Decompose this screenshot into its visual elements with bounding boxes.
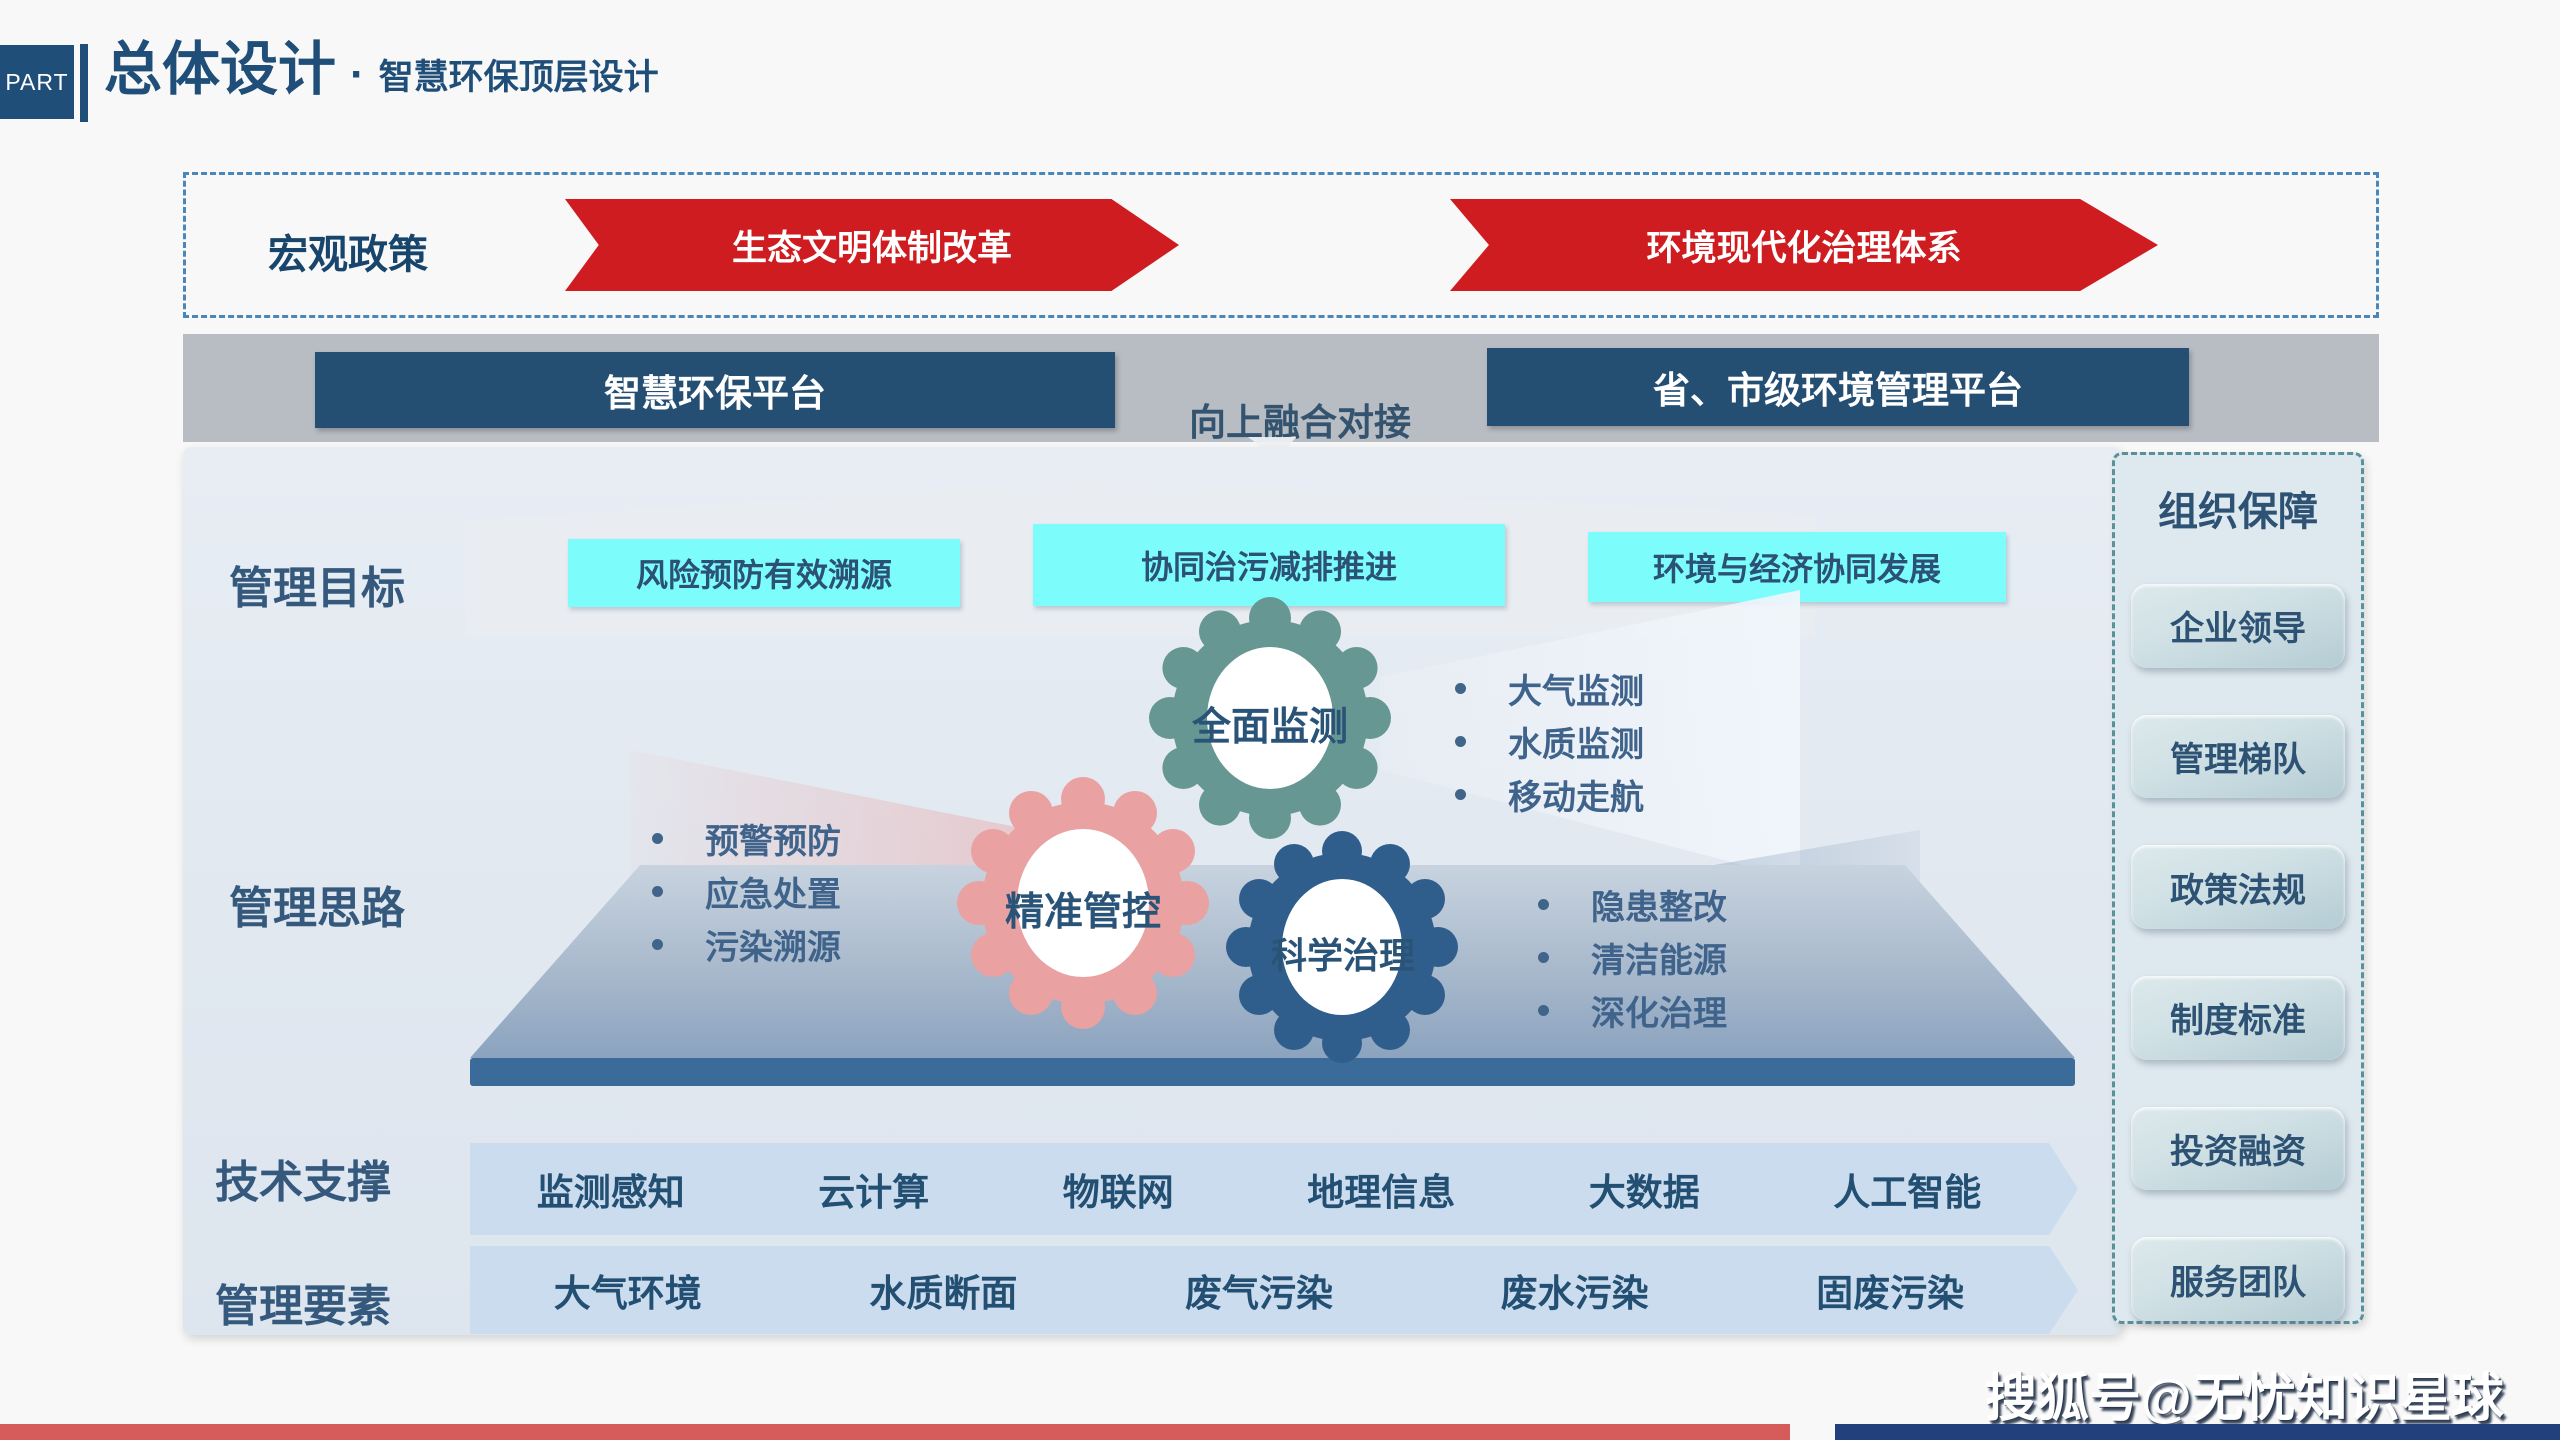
element-item: 废水污染	[1500, 1273, 1649, 1314]
gear-control-icon	[957, 777, 1209, 1029]
footer-bar-navy	[1835, 1424, 2560, 1440]
org-panel-title: 组织保障	[2158, 490, 2318, 534]
org-item-management-team: 管理梯队	[2131, 714, 2345, 799]
goal-box-risk-label: 风险预防有效溯源	[635, 557, 892, 593]
policy-arrow-governance: 环境现代化治理体系	[1450, 199, 2158, 291]
elements-band: 大气环境 水质断面 废气污染 废水污染 固废污染	[470, 1246, 2078, 1334]
org-item-standards: 制度标准	[2131, 976, 2345, 1060]
list-item: 清洁能源	[1538, 931, 1727, 984]
org-item-policy: 政策法规	[2131, 845, 2345, 930]
tech-item: 物联网	[1062, 1172, 1174, 1213]
list-item: 污染溯源	[652, 918, 841, 971]
header-title-row: 总体设计 · 智慧环保顶层设计	[104, 22, 659, 106]
element-item: 废气污染	[1184, 1273, 1333, 1314]
goal-box-pollution-label: 协同治污减排推进	[1140, 549, 1397, 585]
policy-label: 宏观政策	[268, 233, 428, 277]
list-item: 隐患整改	[1538, 878, 1727, 931]
page-title: 总体设计	[104, 37, 337, 102]
list-item-label: 预警预防	[705, 823, 841, 861]
goal-box-economy-label: 环境与经济协同发展	[1652, 551, 1941, 587]
bullet-dot-icon	[1455, 683, 1466, 694]
bullet-dot-icon	[652, 939, 663, 950]
footer-bar-red	[0, 1424, 1790, 1440]
part-badge: PART	[0, 45, 74, 119]
policy-arrow-reform-label: 生态文明体制改革	[731, 228, 1012, 268]
list-item: 深化治理	[1538, 984, 1727, 1037]
tech-item: 云计算	[818, 1172, 930, 1213]
tech-item: 地理信息	[1307, 1172, 1456, 1213]
tech-band: 监测感知 云计算 物联网 地理信息 大数据 人工智能	[470, 1143, 2078, 1235]
smart-platform-label: 智慧环保平台	[604, 373, 826, 414]
tech-item: 人工智能	[1833, 1172, 1982, 1213]
list-item-label: 污染溯源	[705, 929, 841, 967]
policy-arrow-governance-label: 环境现代化治理体系	[1646, 228, 1962, 268]
gear-control-label: 精准管控	[1004, 891, 1161, 934]
title-accent-bar	[80, 44, 88, 122]
list-item: 预警预防	[652, 812, 841, 865]
goal-box-economy: 环境与经济协同发展	[1588, 532, 2006, 602]
element-item: 固废污染	[1816, 1273, 1965, 1314]
element-item: 水质断面	[869, 1273, 1018, 1314]
list-item-label: 大气监测	[1508, 673, 1644, 711]
org-item-service-team: 服务团队	[2131, 1237, 2345, 1322]
gear-monitor-label: 全面监测	[1191, 706, 1348, 749]
bullet-dot-icon	[1538, 899, 1549, 910]
list-item-label: 水质监测	[1508, 726, 1644, 764]
page-subtitle: 智慧环保顶层设计	[378, 58, 659, 97]
gov-platform-label: 省、市级环境管理平台	[1653, 370, 2023, 411]
list-item-label: 清洁能源	[1591, 942, 1727, 980]
gear-governance-icon	[1226, 831, 1458, 1063]
list-item-label: 深化治理	[1591, 995, 1727, 1033]
policy-arrow-reform: 生态文明体制改革	[565, 199, 1179, 291]
upward-link-label: 向上融合对接	[1189, 402, 1411, 443]
org-support-panel: 组织保障 企业领导 管理梯队 政策法规 制度标准 投资融资 服务团队	[2112, 452, 2364, 1324]
gear-governance-label: 科学治理	[1270, 935, 1415, 976]
watermark: 搜狐号@无忧知识星球	[1985, 1370, 2504, 1428]
tech-item: 大数据	[1588, 1172, 1700, 1213]
monitor-bullet-list: 大气监测 水质监测 移动走航	[1455, 662, 1644, 821]
list-item-label: 移动走航	[1508, 779, 1644, 817]
org-item-leadership: 企业领导	[2131, 584, 2345, 668]
goals-row-label: 管理目标	[229, 564, 405, 613]
bullet-dot-icon	[1455, 736, 1466, 747]
elements-row-label: 管理要素	[215, 1282, 391, 1331]
platform-base-bar	[470, 1058, 2075, 1086]
approach-row-label: 管理思路	[229, 884, 405, 933]
gov-platform-box: 省、市级环境管理平台	[1487, 348, 2189, 426]
bullet-dot-icon	[652, 833, 663, 844]
title-separator-dot: ·	[350, 50, 365, 99]
list-item: 大气监测	[1455, 662, 1644, 715]
goal-box-risk: 风险预防有效溯源	[568, 539, 960, 607]
list-item-label: 应急处置	[705, 876, 841, 914]
smart-platform-box: 智慧环保平台	[315, 352, 1115, 428]
control-bullet-list: 预警预防 应急处置 污染溯源	[652, 812, 841, 971]
bullet-dot-icon	[652, 886, 663, 897]
org-item-investment: 投资融资	[2131, 1106, 2345, 1191]
policy-panel	[183, 172, 2379, 318]
governance-bullet-list: 隐患整改 清洁能源 深化治理	[1538, 878, 1727, 1037]
tech-item: 监测感知	[536, 1172, 685, 1213]
bullet-dot-icon	[1538, 1005, 1549, 1016]
gear-monitor-icon	[1149, 597, 1391, 839]
part-badge-label: PART	[5, 68, 69, 95]
goal-box-pollution: 协同治污减排推进	[1033, 524, 1505, 606]
list-item: 移动走航	[1455, 768, 1644, 821]
tech-row-label: 技术支撑	[215, 1158, 391, 1207]
bullet-dot-icon	[1455, 789, 1466, 800]
element-item: 大气环境	[553, 1273, 702, 1314]
list-item: 水质监测	[1455, 715, 1644, 768]
list-item: 应急处置	[652, 865, 841, 918]
bullet-dot-icon	[1538, 952, 1549, 963]
list-item-label: 隐患整改	[1591, 889, 1727, 927]
